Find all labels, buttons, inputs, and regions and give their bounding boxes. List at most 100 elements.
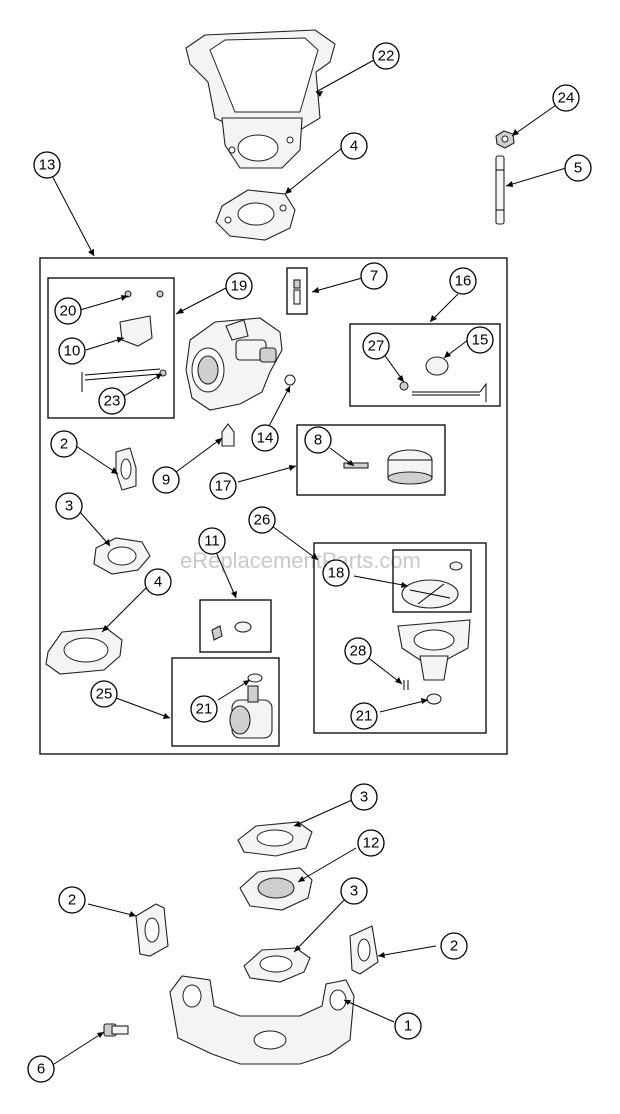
sub-kit-25-parts <box>229 673 273 739</box>
svg-text:20: 20 <box>60 303 77 320</box>
gasket-3-bottom-upper <box>237 821 313 857</box>
svg-text:28: 28 <box>350 643 367 660</box>
sub-kit-16-parts <box>399 356 487 402</box>
callout-4-kit: 4 <box>144 568 172 596</box>
callout-16: 16 <box>449 267 477 295</box>
svg-text:15: 15 <box>472 332 489 349</box>
needle-valve <box>221 423 235 447</box>
screw-box <box>286 267 308 315</box>
gasket-3-in-kit <box>93 537 151 575</box>
callout-21-left: 21 <box>190 695 218 723</box>
svg-text:3: 3 <box>65 498 73 515</box>
callout-2-left: 2 <box>58 886 86 914</box>
callout-10: 10 <box>58 337 86 365</box>
svg-text:3: 3 <box>350 883 358 900</box>
sub-kit-11-parts <box>211 621 252 641</box>
callout-26: 26 <box>248 506 276 534</box>
svg-text:21: 21 <box>356 708 373 725</box>
callout-15: 15 <box>466 326 494 354</box>
svg-text:12: 12 <box>363 835 380 852</box>
callout-3-kit: 3 <box>55 492 83 520</box>
nut <box>495 130 515 149</box>
svg-text:17: 17 <box>215 478 232 495</box>
svg-text:14: 14 <box>257 430 274 447</box>
stud <box>495 155 505 225</box>
carburetor-kit-box <box>39 257 508 755</box>
sub-kit-17-parts <box>343 449 433 485</box>
svg-text:18: 18 <box>328 565 345 582</box>
sub-kit-26-parts <box>397 561 471 705</box>
callout-8: 8 <box>304 426 332 454</box>
callout-20: 20 <box>54 297 82 325</box>
svg-text:13: 13 <box>39 157 56 174</box>
svg-text:3: 3 <box>360 789 368 806</box>
callout-23: 23 <box>98 387 126 415</box>
callout-5: 5 <box>564 154 592 182</box>
svg-text:21: 21 <box>196 701 213 718</box>
sub-kit-25-box <box>171 657 280 747</box>
svg-text:8: 8 <box>314 432 322 449</box>
callout-17: 17 <box>209 472 237 500</box>
callout-2-right: 2 <box>440 932 468 960</box>
callout-3-bottom-upper: 3 <box>350 783 378 811</box>
callout-22: 22 <box>372 42 400 70</box>
gasket-2-left <box>135 903 169 957</box>
callout-2-kit: 2 <box>50 430 78 458</box>
air-cleaner-housing <box>185 29 336 169</box>
bolt <box>103 1023 129 1037</box>
svg-text:2: 2 <box>68 892 76 909</box>
callout-25: 25 <box>90 680 118 708</box>
callout-7: 7 <box>360 262 388 290</box>
callout-1: 1 <box>394 1012 422 1040</box>
spacer <box>239 867 313 911</box>
gasket-4-in-kit <box>45 627 123 675</box>
sub-kit-26-box <box>313 542 487 734</box>
callout-6: 6 <box>27 1055 55 1083</box>
svg-text:10: 10 <box>64 343 81 360</box>
gasket-top <box>215 189 296 241</box>
svg-text:26: 26 <box>254 512 271 529</box>
svg-text:5: 5 <box>574 160 582 177</box>
callout-19: 19 <box>225 272 253 300</box>
callout-27: 27 <box>362 332 390 360</box>
callout-9: 9 <box>152 466 180 494</box>
svg-text:1: 1 <box>404 1018 412 1035</box>
svg-text:4: 4 <box>154 574 162 591</box>
gasket-3-bottom-lower <box>243 947 311 983</box>
callout-11: 11 <box>198 527 226 555</box>
sub-kit-19-box <box>47 277 175 419</box>
svg-text:25: 25 <box>96 686 113 703</box>
svg-text:9: 9 <box>162 472 170 489</box>
svg-text:11: 11 <box>204 533 220 550</box>
callout-18: 18 <box>322 559 350 587</box>
callout-21-right: 21 <box>350 702 378 730</box>
svg-text:23: 23 <box>104 393 121 410</box>
svg-text:19: 19 <box>231 278 248 295</box>
callout-24: 24 <box>552 84 580 112</box>
callout-14: 14 <box>251 424 279 452</box>
gasket-small <box>115 447 137 491</box>
screw <box>293 279 301 305</box>
sub-kit-16-box <box>349 323 501 407</box>
svg-text:27: 27 <box>368 338 385 355</box>
carburetor <box>185 317 283 411</box>
sub-kit-19-parts <box>81 290 167 392</box>
callout-12: 12 <box>357 829 385 857</box>
callout-4-top: 4 <box>340 132 368 160</box>
svg-text:2: 2 <box>450 938 458 955</box>
svg-text:22: 22 <box>378 48 395 65</box>
svg-text:6: 6 <box>37 1061 45 1078</box>
callout-3-bottom-lower: 3 <box>340 877 368 905</box>
callout-28: 28 <box>344 637 372 665</box>
intake-manifold <box>169 975 355 1065</box>
svg-text:4: 4 <box>350 138 358 155</box>
sub-kit-18-box <box>392 549 472 613</box>
svg-text:2: 2 <box>60 436 68 453</box>
callout-13: 13 <box>33 151 61 179</box>
gasket-2-right <box>349 925 379 975</box>
sub-kit-11-box <box>199 599 272 653</box>
svg-text:16: 16 <box>455 273 472 290</box>
svg-text:7: 7 <box>370 268 378 285</box>
clip <box>284 374 296 386</box>
